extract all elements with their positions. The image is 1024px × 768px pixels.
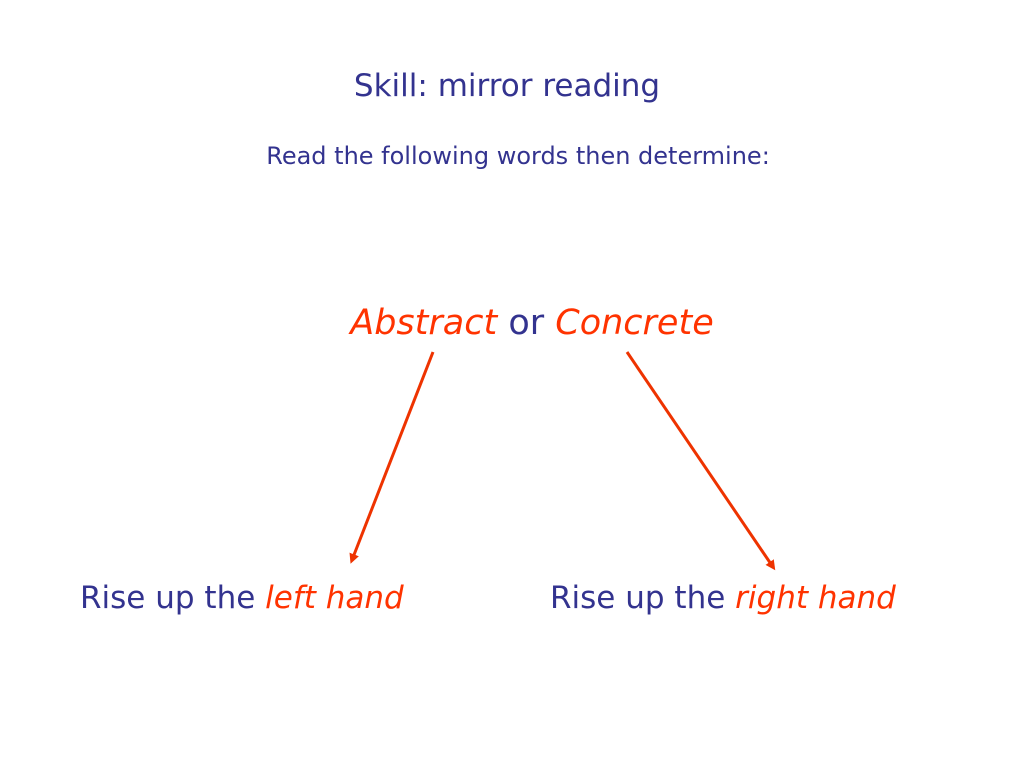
arrow-down-left-icon (349, 351, 435, 564)
right-hand-result: Rise up the right hand (550, 580, 896, 616)
option-abstract: Abstract (350, 303, 498, 343)
arrow-down-right-icon (625, 351, 776, 571)
right-result-prefix: Rise up the (550, 580, 726, 616)
slide-subtitle: Read the following words then determine: (266, 142, 770, 170)
left-hand-result: Rise up the left hand (80, 580, 404, 616)
right-result-emphasis: right hand (735, 580, 896, 616)
choice-line: Abstract or Concrete (0, 303, 1024, 343)
left-result-emphasis: left hand (265, 580, 404, 616)
choice-connector: or (508, 303, 545, 343)
slide-title: Skill: mirror reading (353, 68, 661, 104)
left-result-prefix: Rise up the (80, 580, 256, 616)
option-concrete: Concrete (555, 303, 714, 343)
